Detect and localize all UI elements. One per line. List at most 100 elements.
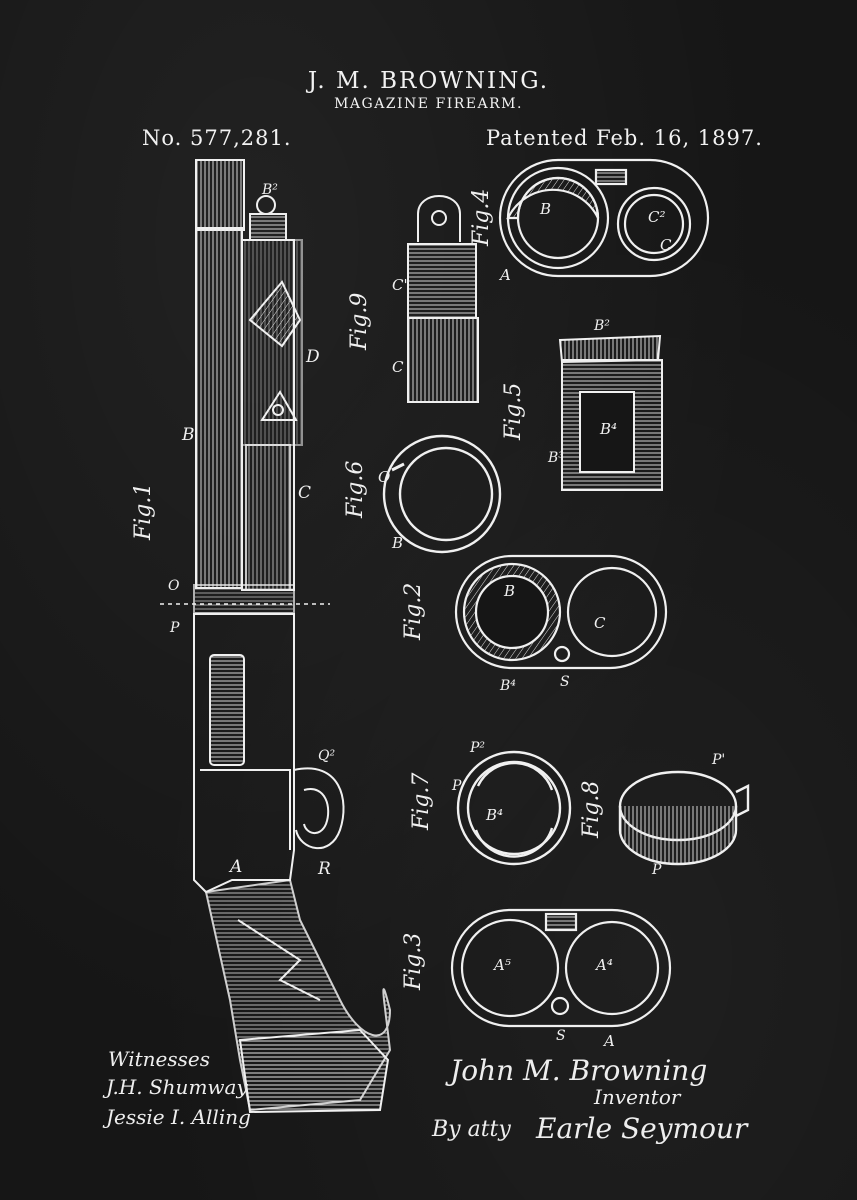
- fig1-label-o: O: [168, 578, 180, 594]
- fig4-label-c: C: [660, 236, 672, 254]
- fig1-forend-arrow: [260, 390, 298, 421]
- fig4-label-c2: C²: [648, 208, 666, 226]
- fig4: [498, 158, 710, 278]
- fig5-label-b2: B²: [593, 318, 610, 334]
- fig1-label-q2: Q²: [318, 748, 335, 764]
- fig2-label-s: S: [560, 674, 570, 690]
- fig1-trigger-guard: [293, 767, 345, 849]
- fig7-caption: Fig.7: [409, 773, 434, 831]
- fig3-label-a4: A⁴: [594, 956, 613, 974]
- inventor-name: J. M. BROWNING.: [307, 68, 550, 94]
- fig2-label-b: B: [503, 582, 515, 600]
- fig5-window: [579, 391, 635, 473]
- fig5-caption: Fig.5: [501, 383, 526, 441]
- fig1-forend-chevron: [248, 280, 302, 348]
- patent-number: No. 577,281.: [142, 126, 292, 150]
- fig1-labels: Fig.1 B D C A R Q² P B² O: [131, 182, 335, 879]
- fig3-outline: [450, 908, 672, 1028]
- fig2: [454, 554, 668, 670]
- fig1-ring-block: [249, 213, 287, 241]
- fig4-label-b: B: [539, 200, 551, 218]
- fig6-notch: [391, 462, 405, 472]
- fig3-label-a5: A⁵: [492, 956, 511, 974]
- fig2-screw: [553, 645, 571, 663]
- fig3-latch: [544, 912, 578, 932]
- fig9-lug: [417, 195, 461, 242]
- fig3-label-a: A: [602, 1032, 615, 1050]
- fig1-stock-butt: [238, 1028, 390, 1114]
- fig2-label-c: C: [594, 614, 606, 632]
- fig4-outline: [498, 158, 710, 278]
- signature-block: Witnesses J.H. Shumway Jessie I. Alling …: [102, 1047, 749, 1145]
- attorney-signature: Earle Seymour: [535, 1112, 749, 1145]
- fig4-caption: Fig.4: [469, 189, 494, 247]
- fig9-label-c1: C': [392, 276, 408, 294]
- fig1-ejection-port: [209, 654, 245, 766]
- fig2-outline: [454, 554, 668, 670]
- fig7-arc-b: [474, 827, 554, 858]
- fig1-label-c: C: [298, 483, 311, 503]
- fig1-label-a: A: [228, 857, 242, 877]
- fig4-label-a: A: [498, 266, 511, 284]
- fig1-barrel: [195, 227, 243, 589]
- fig2-c-bore: [566, 566, 658, 658]
- fig3-label-s: S: [556, 1028, 566, 1044]
- fig2-caption: Fig.2: [401, 583, 426, 641]
- fig1-stock-chevron: [237, 919, 321, 1001]
- fig6-label-b: B: [391, 534, 403, 552]
- fig1-label-d: D: [305, 347, 320, 367]
- fig1-ring: [256, 195, 276, 215]
- fig4-c-ring: [616, 186, 692, 262]
- invention-title: MAGAZINE FIREARM.: [334, 96, 523, 112]
- fig1-label-b: B: [181, 425, 195, 445]
- fig9-label-c: C: [392, 358, 404, 376]
- inventor-signature: John M. Browning: [445, 1054, 707, 1087]
- fig2-ring-outer: [462, 562, 562, 662]
- fig9-body: [407, 317, 479, 403]
- fig8-tab: [735, 784, 750, 818]
- fig1-label-b2: B²: [261, 182, 278, 198]
- fig7-ring-outer: [456, 750, 572, 866]
- fig3-bore-a: [460, 918, 560, 1018]
- fig1-receiver: [193, 613, 295, 894]
- fig6-ring-outer: [382, 434, 502, 554]
- fig3-screw: [550, 996, 570, 1016]
- fig1-pin: [272, 404, 284, 416]
- fig1-label-r: R: [317, 859, 331, 879]
- fig9: [407, 195, 479, 403]
- fig4-c-ring-inner: [623, 193, 685, 255]
- fig2-label-b4: B⁴: [499, 678, 516, 694]
- patent-date: Patented Feb. 16, 1897.: [486, 126, 763, 150]
- fig7-arc-a: [476, 761, 554, 791]
- fig1-muzzle: [195, 159, 245, 231]
- witness-2: Jessie I. Alling: [102, 1105, 251, 1129]
- fig3: [450, 908, 672, 1028]
- fig5-label-b4: B⁴: [599, 420, 617, 438]
- fig7-label-p: P: [451, 778, 462, 794]
- fig3-caption: Fig.3: [401, 933, 426, 991]
- fig6-caption: Fig.6: [343, 461, 368, 519]
- fig5: [558, 334, 663, 491]
- fig9-caption: Fig.9: [347, 293, 372, 351]
- witness-1: J.H. Shumway: [102, 1075, 248, 1099]
- fig8-label-p1: P': [711, 752, 725, 768]
- fig1-firearm: [160, 159, 392, 1114]
- fig1-magazine-tube: [245, 444, 291, 591]
- by-attorney: By atty: [431, 1117, 511, 1142]
- fig8-caption: Fig.8: [579, 781, 604, 839]
- fig6-label-o: O: [378, 468, 390, 486]
- fig1-caption: Fig.1: [131, 483, 156, 541]
- fig8-label-p: P: [651, 862, 662, 878]
- fig6: [382, 434, 502, 554]
- fig9-hole: [431, 210, 447, 226]
- fig7: [456, 750, 572, 866]
- fig2-ring-hatch: [465, 565, 559, 659]
- fig5-label-b3: B³: [547, 450, 564, 466]
- witnesses-label: Witnesses: [108, 1047, 210, 1071]
- fig4-ring-hatch: [506, 176, 600, 220]
- inventor-label: Inventor: [593, 1085, 682, 1109]
- fig2-ring-inner: [474, 574, 550, 650]
- fig3-bore-b: [564, 920, 660, 1016]
